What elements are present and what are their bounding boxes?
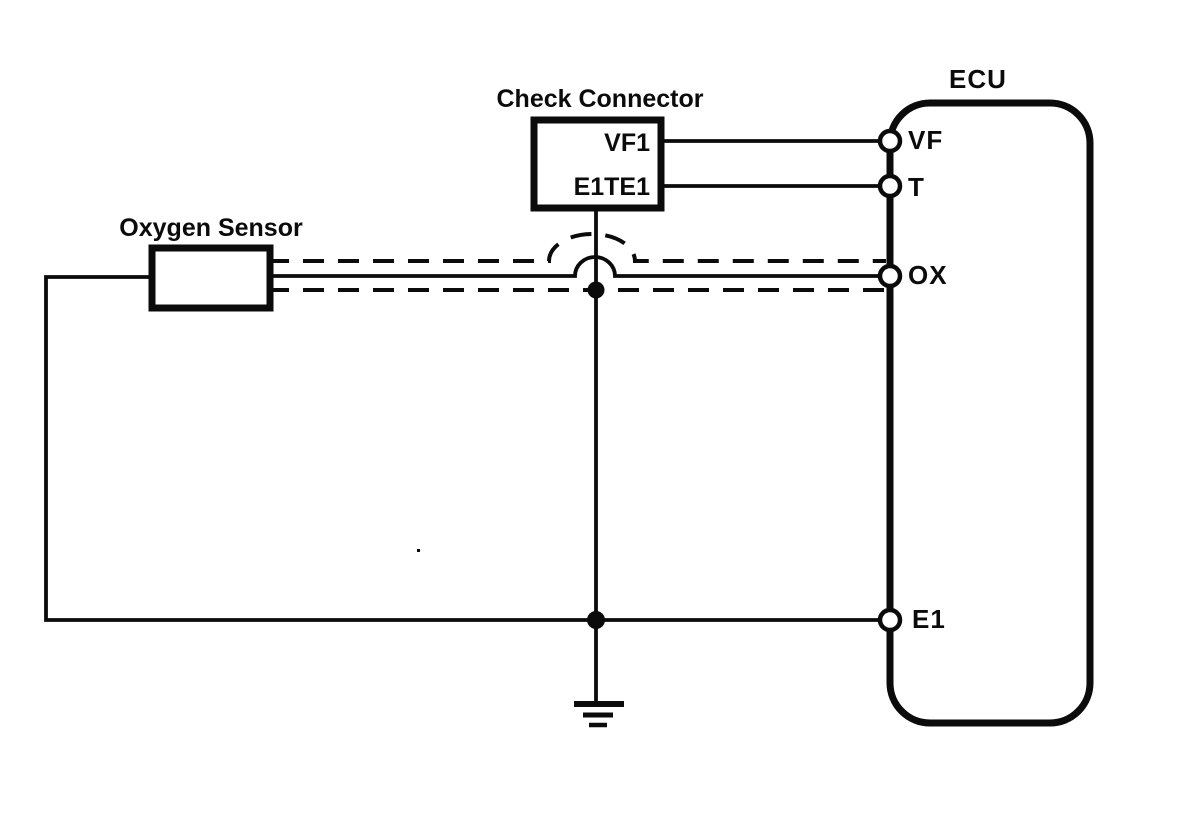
check-connector-pin-vf1: VF1 [604, 129, 650, 157]
ecu-body [886, 99, 1094, 727]
terminal-label-e1: E1 [912, 604, 946, 634]
oxygen-sensor-box [148, 244, 274, 312]
terminal-label-vf: VF [908, 125, 943, 155]
terminal-t [877, 173, 903, 199]
terminal-label-t: T [908, 172, 925, 202]
check-connector-title: Check Connector [497, 85, 704, 113]
ecu-title: ECU [949, 64, 1007, 94]
ground-symbol [574, 701, 624, 728]
check-connector-box [530, 116, 665, 212]
scan-speck [417, 549, 420, 552]
junction-dot-e1-line [587, 611, 605, 629]
junction-dot-shield [587, 281, 605, 299]
wire-sensor-signal-to-ox [268, 255, 882, 278]
terminal-ox [877, 263, 903, 289]
wire-sensor-loop-to-e1 [44, 275, 882, 622]
oxygen-sensor-title: Oxygen Sensor [119, 214, 303, 242]
wire-shield-dashed-upper [268, 232, 886, 263]
terminal-e1 [877, 607, 903, 633]
terminal-vf [877, 128, 903, 154]
terminal-label-ox: OX [908, 260, 948, 290]
check-connector-pin-e1te1: E1TE1 [574, 173, 651, 201]
